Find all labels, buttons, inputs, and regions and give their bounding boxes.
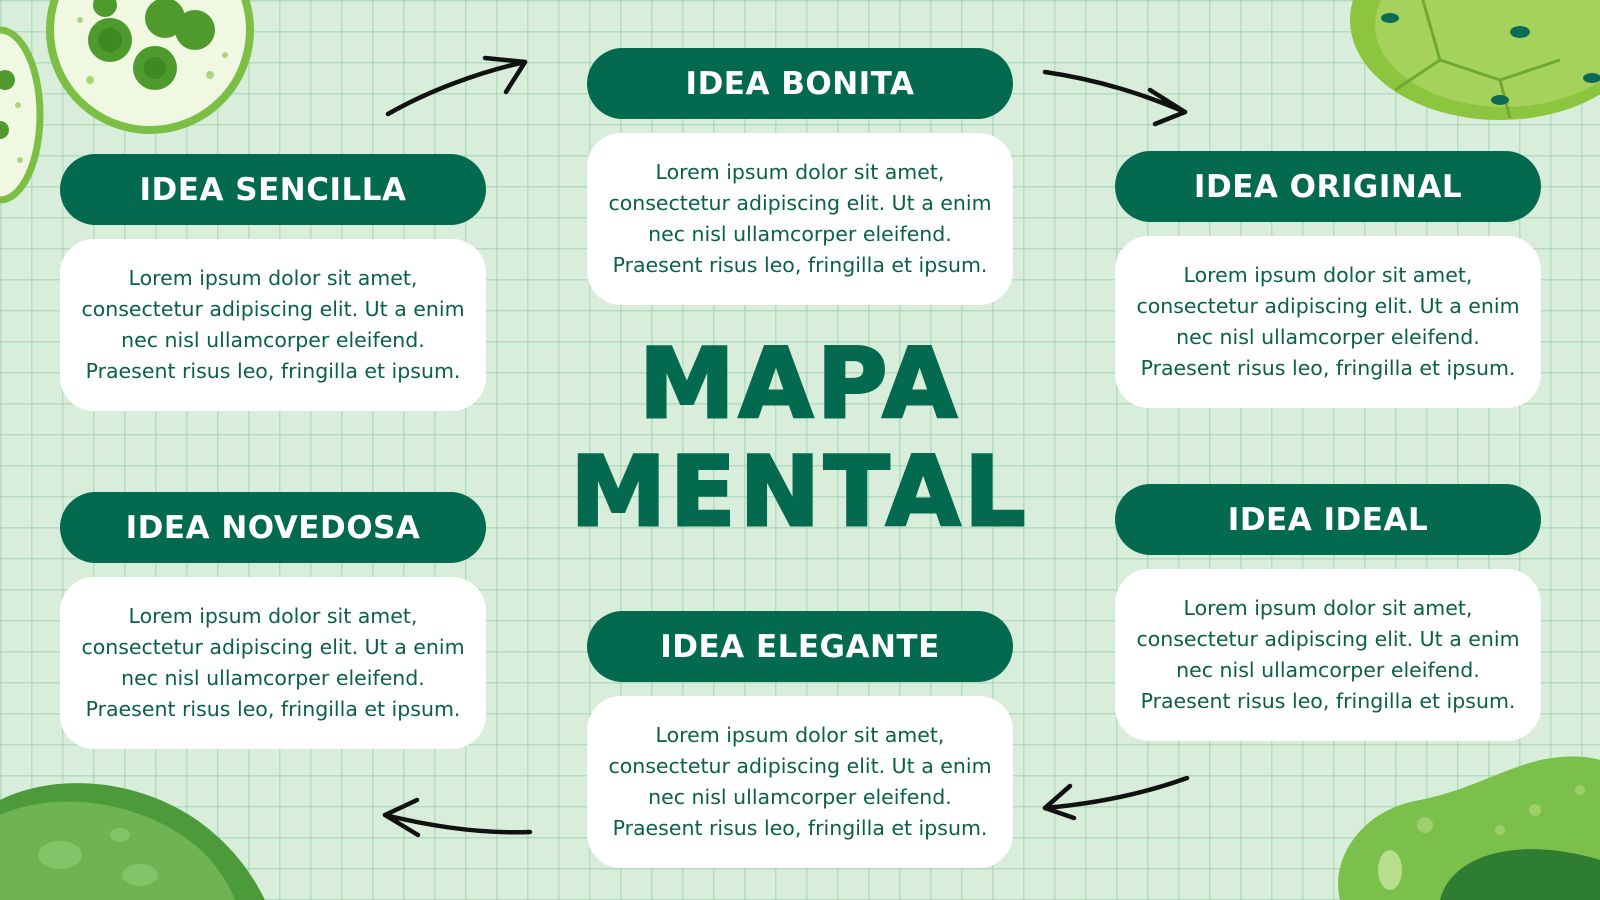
idea-node-elegante: IDEA ELEGANTE Lorem ipsum dolor sit amet… — [587, 611, 1013, 868]
leaf-blob-decoration-bottom-right — [1338, 756, 1600, 900]
idea-description: Lorem ipsum dolor sit amet, consectetur … — [587, 696, 1013, 868]
arrow-icon-sencilla-to-bonita — [385, 55, 528, 117]
idea-node-ideal: IDEA IDEAL Lorem ipsum dolor sit amet, c… — [1115, 484, 1541, 741]
idea-heading: IDEA ELEGANTE — [587, 611, 1013, 682]
idea-heading: IDEA IDEAL — [1115, 484, 1541, 555]
arrow-icon-ideal-to-elegante — [1042, 775, 1190, 821]
idea-node-novedosa: IDEA NOVEDOSA Lorem ipsum dolor sit amet… — [60, 492, 486, 749]
idea-heading: IDEA BONITA — [587, 48, 1013, 119]
idea-description: Lorem ipsum dolor sit amet, consectetur … — [1115, 236, 1541, 408]
idea-node-bonita: IDEA BONITA Lorem ipsum dolor sit amet, … — [587, 48, 1013, 305]
title-line-2: MENTAL — [569, 436, 1030, 548]
idea-description: Lorem ipsum dolor sit amet, consectetur … — [60, 239, 486, 411]
idea-description: Lorem ipsum dolor sit amet, consectetur … — [587, 133, 1013, 305]
idea-node-original: IDEA ORIGINAL Lorem ipsum dolor sit amet… — [1115, 151, 1541, 408]
cell-decoration-top-left — [46, 0, 254, 134]
arrow-icon-elegante-to-novedosa — [382, 797, 533, 838]
cell-decoration-left — [0, 26, 44, 204]
leaf-blob-decoration-top-right — [1350, 0, 1600, 120]
idea-node-sencilla: IDEA SENCILLA Lorem ipsum dolor sit amet… — [60, 154, 486, 411]
idea-description: Lorem ipsum dolor sit amet, consectetur … — [60, 577, 486, 749]
title-line-1: MAPA — [638, 328, 961, 440]
mind-map-title: MAPA MENTAL — [560, 328, 1040, 548]
idea-heading: IDEA NOVEDOSA — [60, 492, 486, 563]
arrow-icon-bonita-to-original — [1042, 69, 1188, 127]
idea-heading: IDEA SENCILLA — [60, 154, 486, 225]
leaf-blob-decoration-bottom-left — [0, 783, 265, 900]
idea-description: Lorem ipsum dolor sit amet, consectetur … — [1115, 569, 1541, 741]
idea-heading: IDEA ORIGINAL — [1115, 151, 1541, 222]
